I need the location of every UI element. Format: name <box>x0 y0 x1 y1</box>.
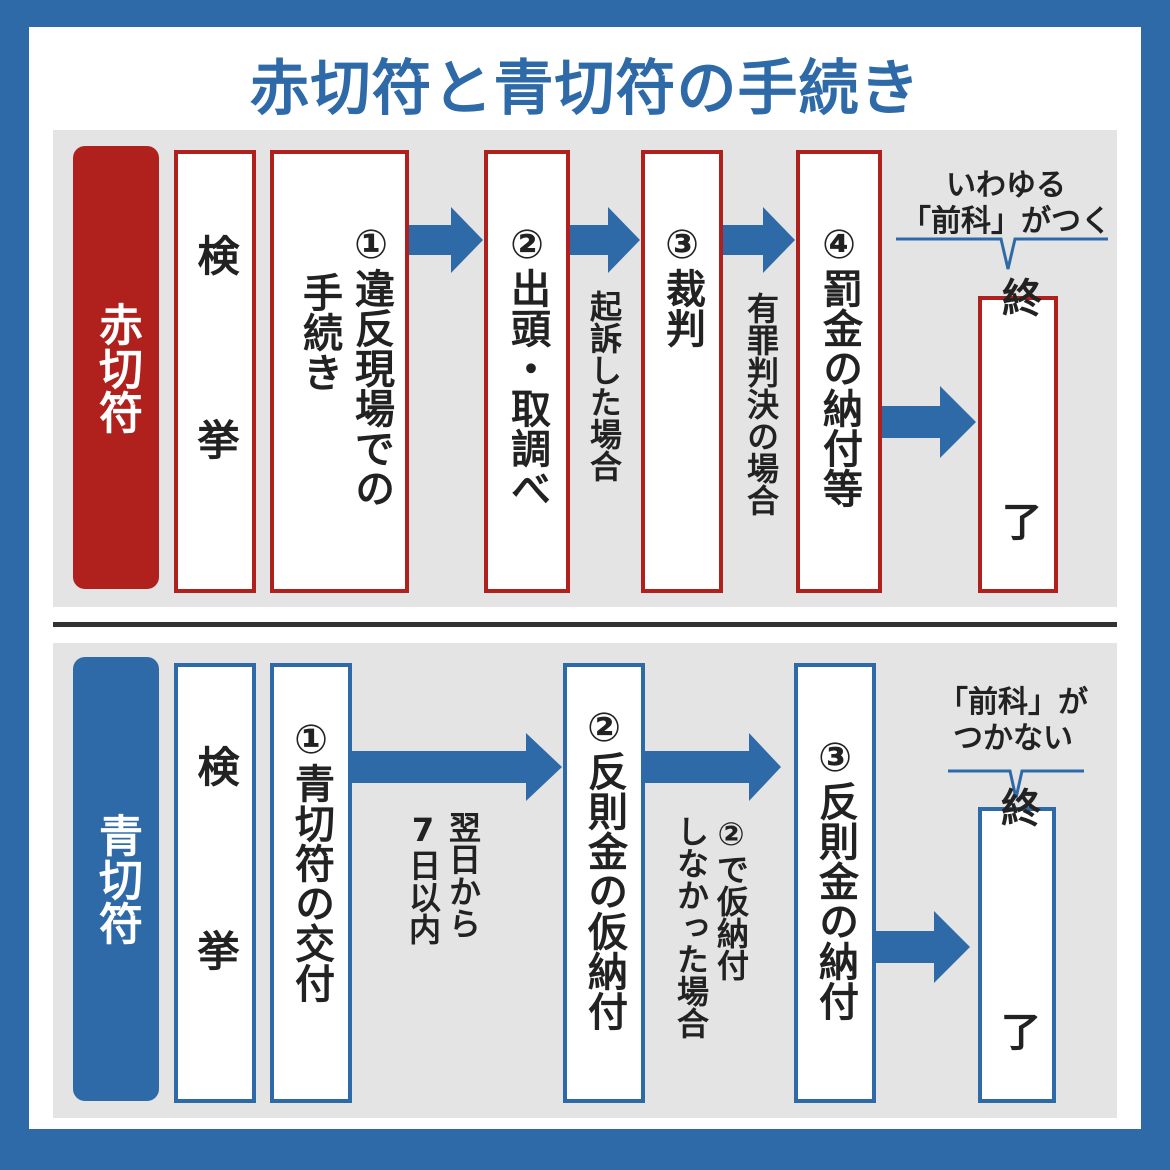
section-divider <box>53 622 1117 627</box>
red-step-2: ②出頭・取調べ <box>484 150 570 593</box>
blue-kenkyo-box: 検 挙 <box>174 663 256 1103</box>
blue-step-3: ③反則金の納付 <box>794 663 876 1103</box>
red-kenkyo-box: 検 挙 <box>174 150 256 593</box>
red-ticket-label: 赤切符 <box>73 146 159 589</box>
criminal-record-note: いわゆる「前科」がつく <box>901 168 1111 239</box>
blue-step-2: ②反則金の仮納付 <box>563 663 645 1103</box>
blue-ticket-label: 青切符 <box>73 657 159 1101</box>
condition-prosecuted: 起訴した場合 <box>585 290 623 482</box>
red-end-box: 終 了 <box>978 277 1058 613</box>
blue-end-box: 終 了 <box>978 787 1056 1123</box>
condition-not-paid: ②で仮納付しなかった場合 <box>672 815 750 1039</box>
arrow-icon <box>409 207 483 273</box>
arrow-icon <box>882 386 976 458</box>
no-criminal-record-note: 「前科」がつかない <box>938 685 1088 756</box>
arrow-icon <box>876 911 970 983</box>
red-step-4: ④罰金の納付等 <box>796 150 882 593</box>
note-bracket <box>948 769 1084 799</box>
note-bracket <box>896 237 1108 270</box>
page-title: 赤切符と青切符の手続き <box>249 54 921 124</box>
arrow-icon <box>645 733 781 801</box>
arrow-icon <box>570 207 640 273</box>
red-ticket-panel: 赤切符 検 挙 ①違反現場での 手続き ②出頭・取調べ 起訴した場合 ③裁判 有… <box>53 130 1117 613</box>
condition-guilty: 有罪判決の場合 <box>742 292 780 516</box>
red-step-1: ①違反現場での 手続き <box>270 150 409 593</box>
blue-step-1: ①青切符の交付 <box>270 663 352 1103</box>
arrow-icon <box>723 207 795 273</box>
red-step-3: ③裁判 <box>641 150 723 593</box>
arrow-icon <box>352 733 562 801</box>
